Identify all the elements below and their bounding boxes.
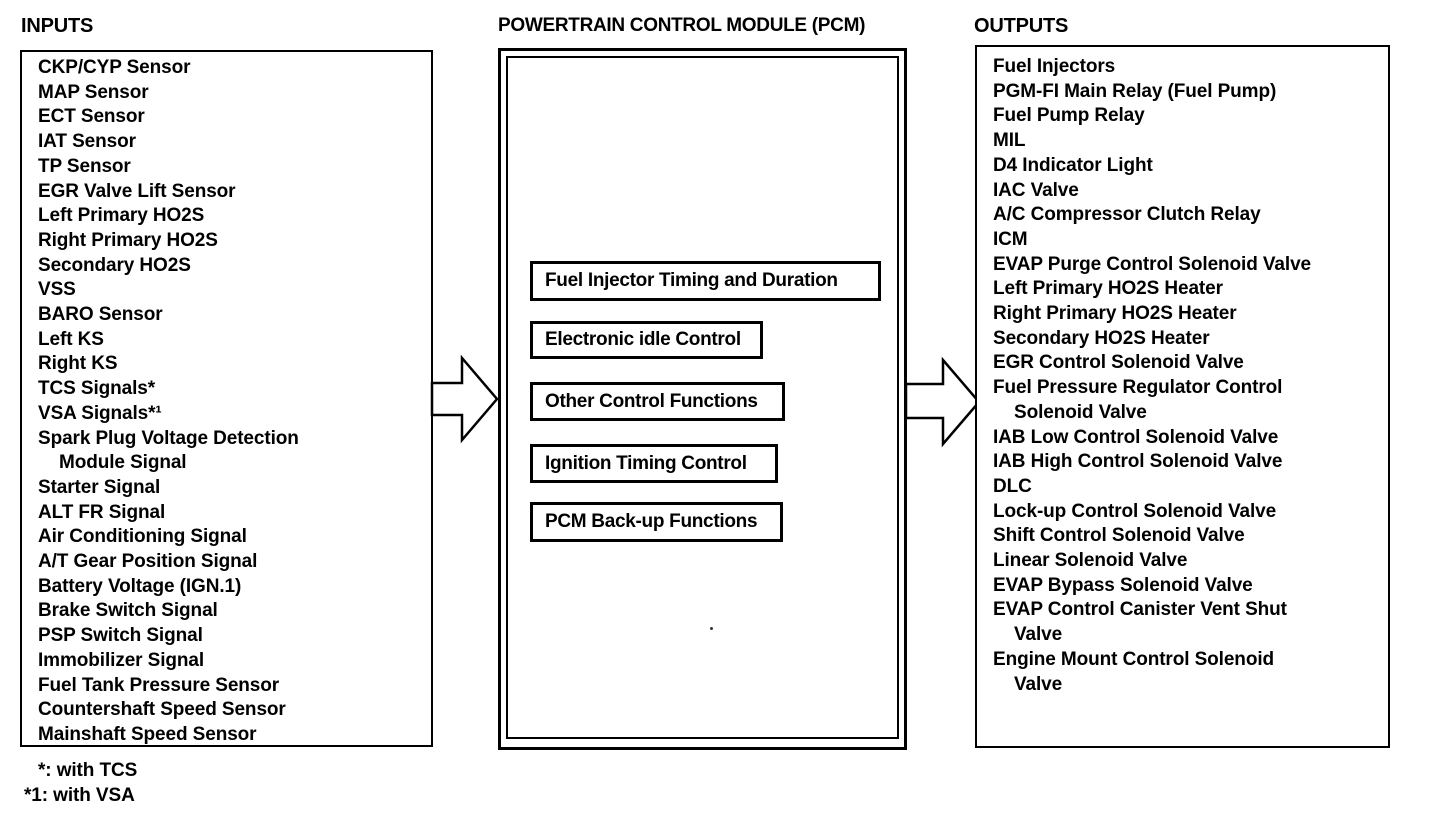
output-item: EVAP Control Canister Vent Shut bbox=[993, 599, 1287, 621]
input-item: TCS Signals* bbox=[38, 378, 156, 400]
pcm-function-fuel-injector-timing: Fuel Injector Timing and Duration bbox=[530, 261, 881, 301]
pcm-function-pcm-backup-functions: PCM Back-up Functions bbox=[530, 502, 783, 542]
input-item: ALT FR Signal bbox=[38, 501, 166, 523]
pcm-box: Fuel Injector Timing and Duration Electr… bbox=[498, 48, 907, 750]
input-item: ECT Sensor bbox=[38, 106, 145, 128]
input-item: Battery Voltage (IGN.1) bbox=[38, 575, 242, 597]
input-item: PSP Switch Signal bbox=[38, 625, 203, 647]
input-item: Air Conditioning Signal bbox=[38, 526, 247, 548]
input-item: Secondary HO2S bbox=[38, 254, 191, 276]
input-item: Brake Switch Signal bbox=[38, 600, 218, 622]
output-item: ICM bbox=[993, 228, 1028, 250]
output-item: EVAP Bypass Solenoid Valve bbox=[993, 574, 1253, 596]
output-item: EVAP Purge Control Solenoid Valve bbox=[993, 253, 1312, 275]
input-item: Right Primary HO2S bbox=[38, 229, 218, 251]
input-item: Left Primary HO2S bbox=[38, 205, 205, 227]
input-item: VSS bbox=[38, 279, 76, 301]
output-item: Fuel Injectors bbox=[993, 56, 1116, 77]
output-item: Fuel Pressure Regulator Control bbox=[993, 377, 1283, 399]
inputs-heading: INPUTS bbox=[21, 15, 94, 37]
output-item: Right Primary HO2S Heater bbox=[993, 303, 1237, 325]
input-item: MAP Sensor bbox=[38, 81, 149, 103]
inputs-box: CKP/CYP Sensor MAP Sensor ECT Sensor IAT… bbox=[20, 50, 433, 747]
input-item: Right KS bbox=[38, 353, 118, 375]
input-item: Mainshaft Speed Sensor bbox=[38, 723, 257, 745]
outputs-heading: OUTPUTS bbox=[974, 15, 1069, 37]
output-item-continuation: Valve bbox=[1014, 624, 1063, 646]
pcm-function-ignition-timing-control: Ignition Timing Control bbox=[530, 444, 778, 483]
input-item: Starter Signal bbox=[38, 476, 161, 498]
input-item: Fuel Tank Pressure Sensor bbox=[38, 674, 280, 696]
output-item: IAC Valve bbox=[993, 179, 1079, 201]
output-item: Engine Mount Control Solenoid bbox=[993, 648, 1275, 670]
footnote-tcs: *: with TCS bbox=[38, 760, 138, 781]
output-item: DLC bbox=[993, 475, 1032, 497]
input-item: Countershaft Speed Sensor bbox=[38, 699, 286, 721]
input-item: TP Sensor bbox=[38, 155, 131, 177]
output-item: Linear Solenoid Valve bbox=[993, 550, 1188, 572]
output-item-continuation: Valve bbox=[1014, 673, 1063, 695]
input-item: IAT Sensor bbox=[38, 131, 136, 153]
input-item: A/T Gear Position Signal bbox=[38, 551, 258, 573]
input-item: VSA Signals*¹ bbox=[38, 402, 162, 424]
output-item: IAB Low Control Solenoid Valve bbox=[993, 426, 1279, 448]
output-item: Shift Control Solenoid Valve bbox=[993, 525, 1245, 547]
output-item: Fuel Pump Relay bbox=[993, 105, 1145, 127]
output-item: Secondary HO2S Heater bbox=[993, 327, 1210, 349]
pcm-inner-border bbox=[506, 56, 899, 739]
input-flow-arrow-icon bbox=[430, 354, 499, 444]
input-item-continuation: Module Signal bbox=[59, 452, 187, 474]
output-item: PGM-FI Main Relay (Fuel Pump) bbox=[993, 80, 1277, 102]
output-item: D4 Indicator Light bbox=[993, 154, 1153, 176]
footnotes: *: with TCS *1: with VSA bbox=[24, 758, 137, 808]
input-item: CKP/CYP Sensor bbox=[38, 57, 191, 78]
footnote-vsa: *1: with VSA bbox=[24, 785, 135, 806]
input-item: Immobilizer Signal bbox=[38, 649, 205, 671]
pcm-function-other-control-functions: Other Control Functions bbox=[530, 382, 785, 421]
output-item: Left Primary HO2S Heater bbox=[993, 278, 1223, 300]
output-flow-arrow-icon bbox=[904, 356, 981, 448]
pcm-function-electronic-idle-control: Electronic idle Control bbox=[530, 321, 763, 359]
input-item: BARO Sensor bbox=[38, 304, 163, 326]
output-item-continuation: Solenoid Valve bbox=[1014, 401, 1147, 423]
scan-speck bbox=[710, 627, 713, 630]
input-item: EGR Valve Lift Sensor bbox=[38, 180, 236, 202]
outputs-box: Fuel Injectors PGM-FI Main Relay (Fuel P… bbox=[975, 45, 1390, 748]
output-item: IAB High Control Solenoid Valve bbox=[993, 451, 1283, 473]
input-item: Left KS bbox=[38, 328, 104, 350]
output-item: A/C Compressor Clutch Relay bbox=[993, 204, 1261, 226]
output-item: Lock-up Control Solenoid Valve bbox=[993, 500, 1277, 522]
input-item: Spark Plug Voltage Detection bbox=[38, 427, 299, 449]
output-item: EGR Control Solenoid Valve bbox=[993, 352, 1244, 374]
output-item: MIL bbox=[993, 130, 1026, 152]
pcm-heading: POWERTRAIN CONTROL MODULE (PCM) bbox=[498, 15, 866, 36]
